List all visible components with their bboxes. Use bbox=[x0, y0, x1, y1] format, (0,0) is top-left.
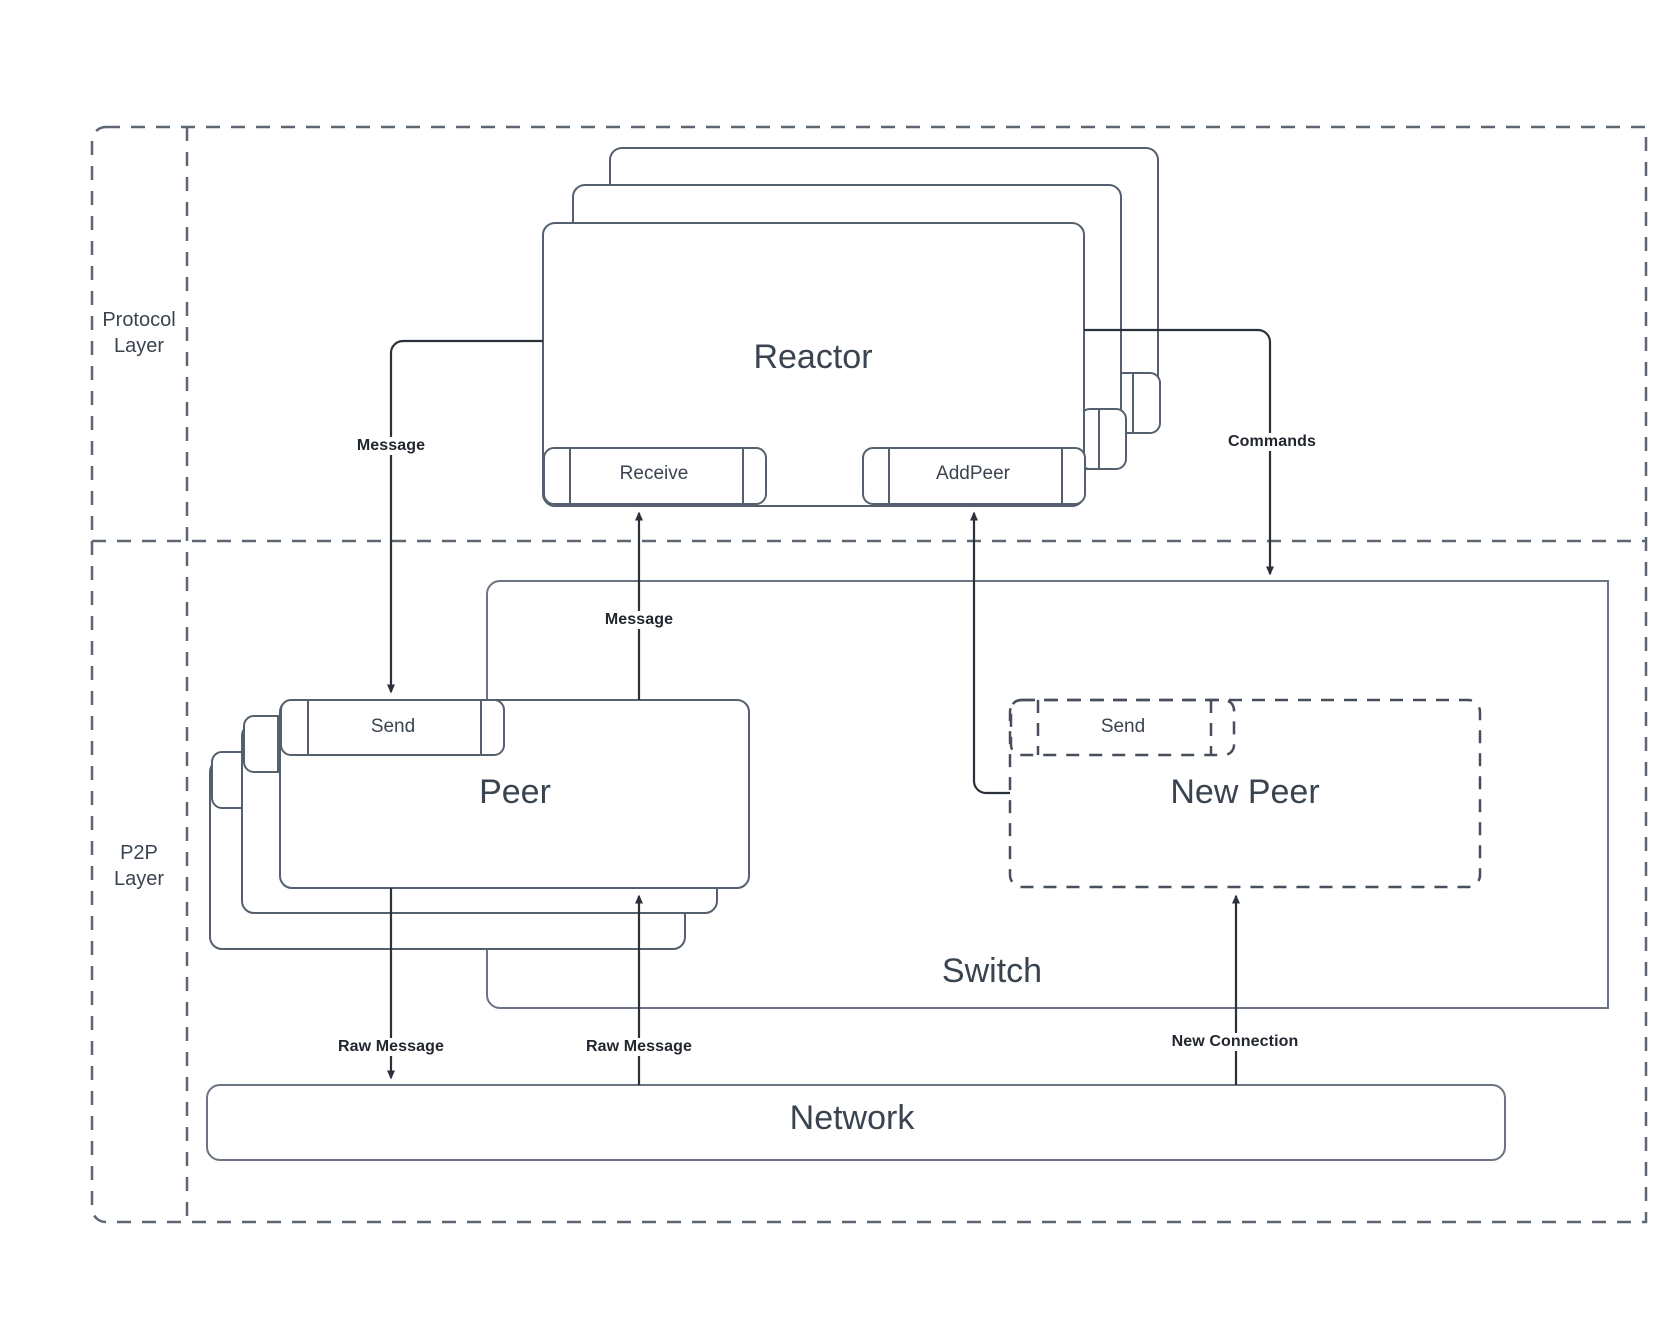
switch-node[interactable] bbox=[486, 580, 1609, 1009]
reactor-node[interactable] bbox=[542, 222, 1085, 507]
edge-newpeer-to-addpeer bbox=[970, 511, 1010, 795]
reactor-port-addpeer[interactable] bbox=[862, 447, 1086, 505]
edge-reactor-to-peer-send bbox=[387, 339, 543, 694]
outer-container bbox=[90, 125, 1648, 1224]
new-peer-port-send[interactable] bbox=[1009, 698, 1236, 757]
reactor-port-receive[interactable] bbox=[543, 447, 767, 505]
edge-reactor-to-switch bbox=[1084, 328, 1274, 576]
new-peer-node[interactable] bbox=[1008, 698, 1482, 889]
network-node[interactable] bbox=[206, 1084, 1506, 1161]
peer-port-send[interactable] bbox=[280, 699, 505, 756]
